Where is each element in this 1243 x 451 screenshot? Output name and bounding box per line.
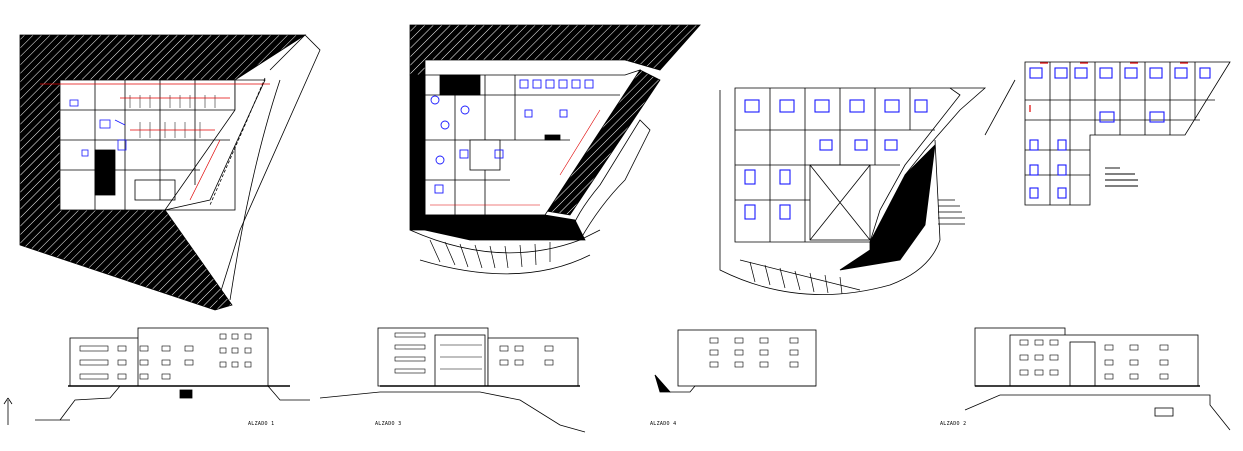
elevation-label-3: ALZADO 3 (375, 421, 402, 427)
elevation-3 (319, 327, 586, 433)
floor-plan-4 (984, 61, 1231, 206)
floor-plan-2 (409, 24, 701, 275)
elevation-2 (964, 327, 1231, 431)
elevation-4 (654, 329, 817, 393)
floor-plan-3 (719, 87, 987, 295)
elevation-1 (35, 327, 310, 421)
elevation-label-4: ALZADO 4 (650, 421, 677, 427)
north-arrow-icon (3, 397, 13, 425)
elevation-label-1: ALZADO 1 (248, 421, 275, 427)
floor-plan-1 (19, 34, 321, 311)
elevation-label-2: ALZADO 2 (940, 421, 967, 427)
